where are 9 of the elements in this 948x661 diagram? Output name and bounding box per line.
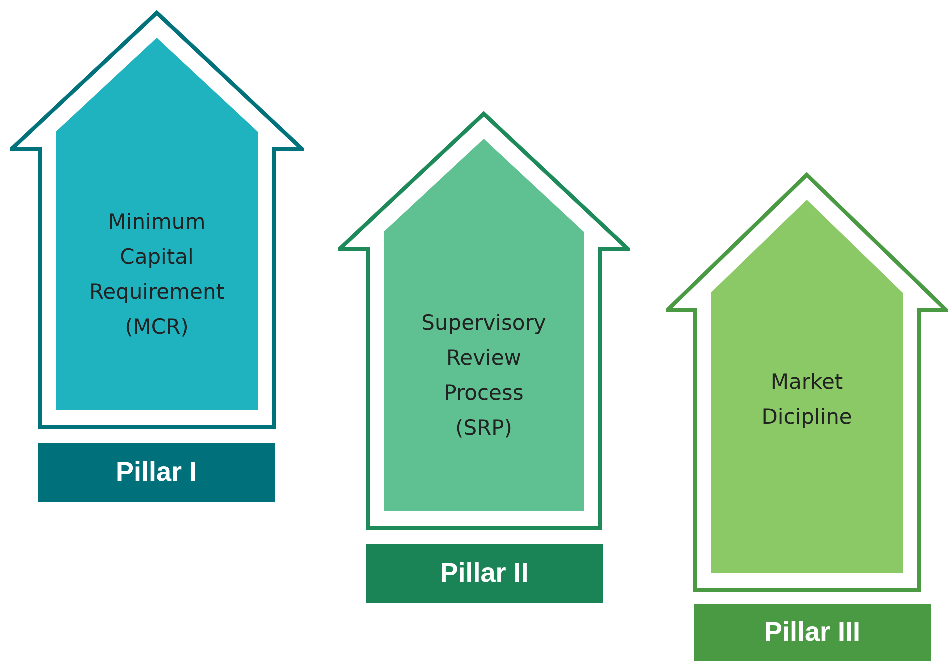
pillar-label: Pillar II (366, 544, 603, 603)
pillar-panel (338, 111, 630, 531)
pillar-panel (666, 172, 948, 593)
arrow-label: Market Dicipline (760, 369, 854, 431)
pillar-label: Pillar I (38, 443, 275, 502)
arrow-label: Supervisory Review Process (SRP) (420, 310, 548, 442)
arrow-label: Minimum Capital Requirement (MCR) (88, 209, 226, 341)
pillar-label: Pillar III (694, 604, 931, 661)
pillar-panel (10, 10, 304, 430)
